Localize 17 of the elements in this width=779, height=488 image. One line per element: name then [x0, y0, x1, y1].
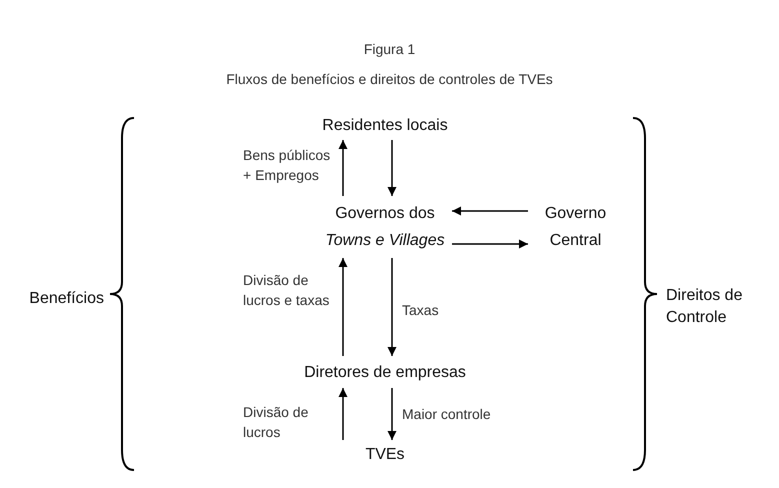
arrow — [388, 140, 396, 196]
brace-label: Direitos de Controle — [666, 286, 744, 328]
node-label: Residentes locais — [322, 116, 448, 136]
arrow — [388, 258, 396, 356]
arrow — [338, 140, 348, 196]
arrow — [338, 388, 348, 440]
figure-title: Fluxos de benefícios e direitos de controles de TVEs — [225, 70, 554, 89]
figure-number: Figura 1 — [362, 40, 416, 59]
arrow — [452, 206, 528, 216]
arrow — [388, 388, 396, 440]
arrow — [452, 240, 528, 248]
node-label: TVEs — [365, 444, 405, 464]
arrow — [338, 258, 348, 356]
node-label: Governos dos Towns e Villages — [324, 204, 446, 251]
brace-label: Benefícios — [28, 289, 104, 309]
node-label: Governo Central — [544, 204, 608, 251]
node-label: Diretores de empresas — [304, 362, 466, 382]
